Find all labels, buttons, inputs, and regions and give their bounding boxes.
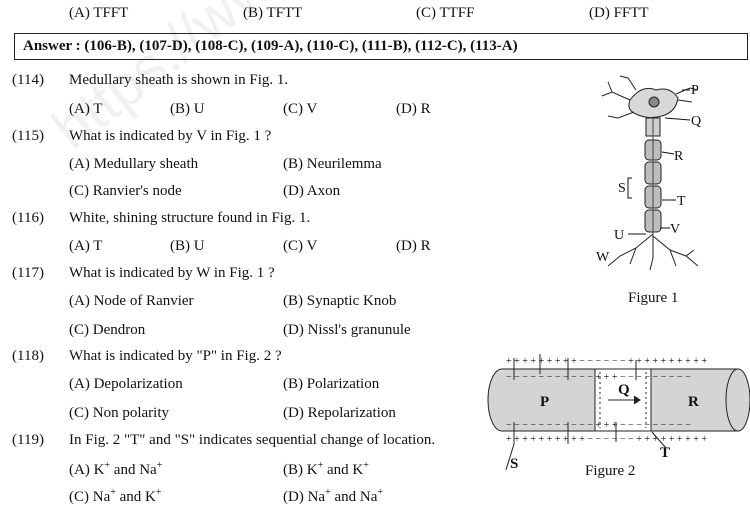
question-number: (117): [12, 265, 44, 281]
figure-1-label-w: W: [596, 250, 610, 265]
figure-1-label-s: S: [618, 181, 626, 196]
option: (D) R: [396, 101, 431, 117]
question-text: What is indicated by V in Fig. 1 ?: [69, 128, 272, 144]
figure-1-label-p: P: [691, 83, 699, 98]
option-part: (A) K: [69, 462, 105, 478]
figure-1-label-q: Q: [691, 114, 701, 129]
figure-1-caption: Figure 1: [628, 290, 679, 306]
option: (C) V: [283, 101, 318, 117]
option: (D) Na+ and Na+: [283, 487, 383, 506]
option-part: and Na: [334, 489, 378, 505]
figure-2-label-t: T: [660, 445, 670, 461]
answer-line: Answer : (106-B), (107-D), (108-C), (109…: [23, 38, 518, 54]
figure-2-label-r: R: [688, 394, 699, 410]
option: (D) Nissl's granunule: [283, 322, 411, 338]
question-text: White, shining structure found in Fig. 1…: [69, 210, 311, 226]
option: (C) Non polarity: [69, 405, 169, 421]
figure-1-label-v: V: [670, 222, 680, 237]
top-option-a: (A) TFFT: [69, 5, 129, 21]
top-option-b: (B) TFTT: [243, 5, 303, 21]
option: (B) Polarization: [283, 376, 380, 392]
option: (B) U: [170, 101, 205, 117]
superscript: +: [363, 460, 369, 471]
question-text: Medullary sheath is shown in Fig. 1.: [69, 72, 289, 88]
option: (A) T: [69, 101, 103, 117]
answer-box: Answer : (106-B), (107-D), (108-C), (109…: [14, 33, 748, 60]
figure-2-impulse-diagram: + + + + + + + + + − − − − − − + + + + + …: [487, 354, 750, 472]
option-part: (B) K: [283, 462, 318, 478]
figure-2-label-q: Q: [618, 382, 630, 398]
superscript: +: [156, 460, 163, 471]
option: (D) Axon: [283, 183, 341, 199]
option: (C) V: [283, 238, 318, 254]
question-number: (118): [12, 348, 44, 364]
figure-2-charges-top: + + + + + + + + + − − − − − − + + + + + …: [506, 356, 707, 367]
figure-1-label-r: R: [674, 149, 684, 164]
question-text: What is indicated by "P" in Fig. 2 ?: [69, 348, 282, 364]
question-text: What is indicated by W in Fig. 1 ?: [69, 265, 275, 281]
option: (D) R: [396, 238, 431, 254]
top-option-c: (C) TTFF: [416, 5, 475, 21]
question-number: (119): [12, 432, 44, 448]
option: (B) Neurilemma: [283, 156, 382, 172]
option-part: and K: [326, 462, 364, 478]
superscript: +: [377, 487, 384, 498]
option: (A) K+ and Na+: [69, 460, 162, 479]
question-number: (115): [12, 128, 44, 144]
option-part: and K: [119, 489, 156, 505]
figure-2-charges-inner-bottom: − − − − − − − − − − − + + + − − − − − − …: [506, 420, 691, 431]
superscript: +: [104, 460, 111, 471]
figure-2-label-s: S: [510, 456, 518, 472]
option: (C) Ranvier's node: [69, 183, 182, 199]
question-number: (116): [12, 210, 44, 226]
figure-2-label-p: P: [540, 394, 549, 410]
option-part: (C) Na: [69, 489, 111, 505]
question-text: In Fig. 2 "T" and "S" indicates sequenti…: [69, 432, 436, 448]
question-number: (114): [12, 72, 44, 88]
figure-1-label-t: T: [677, 194, 686, 209]
superscript: +: [155, 487, 162, 498]
superscript: +: [317, 460, 324, 471]
figure-1-neuron-diagram: P Q R S T U V W: [596, 75, 701, 271]
figure-1-label-u: U: [614, 228, 624, 243]
option-part: and Na: [113, 462, 157, 478]
option: (D) Repolarization: [283, 405, 396, 421]
superscript: +: [325, 487, 331, 498]
superscript: +: [110, 487, 116, 498]
figure-2-charges-inner-top: − − − − − − − − − − − + + + − − − − − − …: [506, 372, 691, 383]
figure-2-caption: Figure 2: [585, 463, 636, 479]
option: (B) U: [170, 238, 205, 254]
option: (C) Dendron: [69, 322, 146, 338]
option: (A) T: [69, 238, 103, 254]
option: (B) Synaptic Knob: [283, 293, 397, 309]
option: (A) Medullary sheath: [69, 156, 199, 172]
option-part: (D) Na: [283, 489, 326, 505]
option: (A) Node of Ranvier: [69, 293, 194, 309]
top-option-d: (D) FFTT: [589, 5, 649, 21]
figure-2-charges-bottom: + + + + + + + + + + − − − − − − + + + + …: [506, 434, 707, 445]
option: (B) K+ and K+: [283, 460, 369, 479]
option: (C) Na+ and K+: [69, 487, 162, 506]
option: (A) Depolarization: [69, 376, 183, 392]
